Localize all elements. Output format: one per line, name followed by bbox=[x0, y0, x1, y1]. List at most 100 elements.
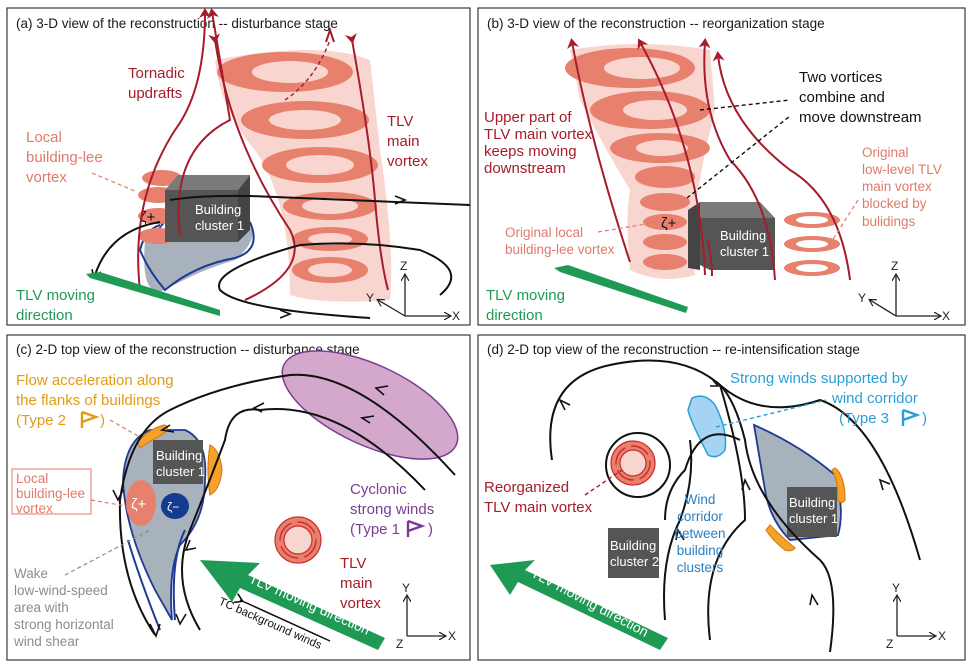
type-2-flag-icon bbox=[80, 410, 100, 428]
cyclonic-strong-winds-region bbox=[281, 350, 459, 460]
svg-text:Building: Building bbox=[195, 202, 241, 217]
svg-text:cluster 1: cluster 1 bbox=[789, 511, 838, 526]
svg-text:X: X bbox=[448, 629, 456, 643]
flank-acceleration-d-left bbox=[765, 524, 796, 552]
updraft-b-3 bbox=[698, 38, 776, 281]
svg-text:cluster 1: cluster 1 bbox=[195, 218, 244, 233]
label-low-level-tlv: low-level TLV bbox=[862, 162, 942, 177]
axes-d: Y X Z bbox=[886, 581, 946, 651]
local-vortex-box bbox=[11, 468, 92, 515]
svg-text:Y: Y bbox=[402, 581, 410, 595]
label-strong-winds: strong winds bbox=[350, 501, 434, 518]
building-cluster-1: Building cluster 1 bbox=[165, 175, 250, 242]
leader-two-2 bbox=[686, 115, 791, 199]
svg-text:Z: Z bbox=[396, 637, 403, 651]
label-updrafts: updrafts bbox=[128, 85, 182, 102]
label-clusters: clusters bbox=[677, 560, 724, 575]
label-original: Original bbox=[862, 145, 909, 160]
label-tornadic: Tornadic bbox=[128, 65, 185, 82]
label-wind-corridor: wind corridor bbox=[831, 390, 918, 407]
positive-vorticity bbox=[126, 480, 156, 526]
svg-text:Building: Building bbox=[720, 228, 766, 243]
label-direction: direction bbox=[16, 307, 73, 324]
label-blocked-by: blocked by bbox=[862, 196, 927, 211]
leader-orig-local bbox=[597, 221, 659, 233]
svg-text:Y: Y bbox=[366, 291, 374, 305]
label-local-c: Local bbox=[16, 471, 48, 486]
label-main-c: main bbox=[340, 575, 373, 592]
svg-text:Y: Y bbox=[858, 291, 866, 305]
leader-orig-low bbox=[829, 199, 859, 245]
label-building-lee-c: building-lee bbox=[16, 486, 85, 501]
tc-background-wind-arrow bbox=[240, 600, 331, 642]
label-flow-acceleration: Flow acceleration along bbox=[16, 372, 174, 389]
label-bulidings: bulidings bbox=[862, 214, 916, 229]
streamline-3 bbox=[299, 242, 453, 296]
building-cluster-1-d: Building cluster 1 bbox=[787, 487, 838, 537]
label-between: between bbox=[674, 526, 725, 541]
circulation-inner bbox=[605, 432, 671, 498]
label-vortex-c2: vortex bbox=[340, 595, 381, 612]
zeta-positive-b: ζ+ bbox=[661, 215, 677, 232]
svg-text:Z: Z bbox=[886, 637, 893, 651]
panel-c-title: (c) 2-D top view of the reconstruction -… bbox=[16, 342, 360, 357]
tornadic-updraft-1 bbox=[137, 8, 211, 291]
type-1-flag-icon bbox=[406, 519, 426, 537]
svg-text:): ) bbox=[428, 521, 433, 538]
label-corridor: corridor bbox=[677, 509, 723, 524]
leader-wake bbox=[64, 529, 151, 576]
panel-c: (c) 2-D top view of the reconstruction -… bbox=[6, 334, 471, 661]
svg-text:Z: Z bbox=[400, 259, 407, 273]
leader-strong bbox=[715, 399, 827, 428]
label-keeps-moving: keeps moving bbox=[484, 143, 577, 160]
label-upper-part: Upper part of bbox=[484, 109, 572, 126]
leader-flow bbox=[109, 419, 139, 437]
label-wind: Wind bbox=[685, 492, 716, 507]
label-vortex-c: vortex bbox=[16, 501, 53, 516]
streamline-c-outer bbox=[118, 373, 456, 636]
wake-left-line bbox=[127, 539, 161, 631]
label-low-wind: low-wind-speed bbox=[14, 583, 108, 598]
updraft-b-2 bbox=[637, 38, 706, 276]
label-main: main bbox=[387, 133, 420, 150]
type-3-flag-icon bbox=[901, 408, 921, 426]
streamline-d-left bbox=[663, 439, 693, 621]
label-tlv-main-vortex-d: TLV main vortex bbox=[484, 499, 593, 516]
panel-d: (d) 2-D top view of the reconstruction -… bbox=[477, 334, 966, 661]
label-downstream: downstream bbox=[484, 160, 566, 177]
streamline-1 bbox=[169, 194, 471, 206]
label-tlv-moving: TLV moving bbox=[16, 287, 95, 304]
wake-inner-line bbox=[172, 529, 186, 621]
svg-text:): ) bbox=[100, 412, 105, 429]
svg-text:Building: Building bbox=[156, 448, 202, 463]
flank-acceleration-top bbox=[137, 424, 169, 449]
tlv-moving-arrow-b bbox=[554, 265, 688, 313]
svg-text:cluster 2: cluster 2 bbox=[610, 554, 659, 569]
streamline-2 bbox=[95, 221, 161, 275]
panel-a: (a) 3-D view of the reconstruction -- di… bbox=[6, 7, 471, 326]
tlv-moving-arrow bbox=[86, 272, 220, 316]
label-type-3: (Type 3 bbox=[839, 410, 889, 427]
tlv-right-edge bbox=[345, 33, 389, 291]
label-flanks: the flanks of buildings bbox=[16, 392, 160, 409]
negative-vorticity bbox=[161, 493, 189, 519]
leader-two-1 bbox=[699, 99, 791, 111]
label-combine: combine and bbox=[799, 89, 885, 106]
vortex-rings-b bbox=[565, 48, 710, 270]
flank-acceleration-d-right bbox=[831, 467, 846, 504]
label-local: Local bbox=[26, 129, 62, 146]
label-reorganized: Reorganized bbox=[484, 479, 569, 496]
label-original-local: Original local bbox=[505, 225, 583, 240]
panel-a-title: (a) 3-D view of the reconstruction -- di… bbox=[16, 16, 338, 31]
building-cluster-1-b: Building cluster 1 bbox=[688, 202, 775, 270]
svg-text:X: X bbox=[452, 309, 460, 323]
blocked-vortex-rings bbox=[784, 212, 840, 276]
svg-text:X: X bbox=[938, 629, 946, 643]
svg-text:Z: Z bbox=[891, 259, 898, 273]
zeta-negative: ζ− bbox=[167, 500, 179, 514]
axes-c: Y X Z bbox=[396, 581, 456, 651]
axes-b: Z X Y bbox=[858, 259, 950, 323]
label-building: building bbox=[677, 543, 724, 558]
label-strong-winds-supported: Strong winds supported by bbox=[730, 370, 908, 387]
